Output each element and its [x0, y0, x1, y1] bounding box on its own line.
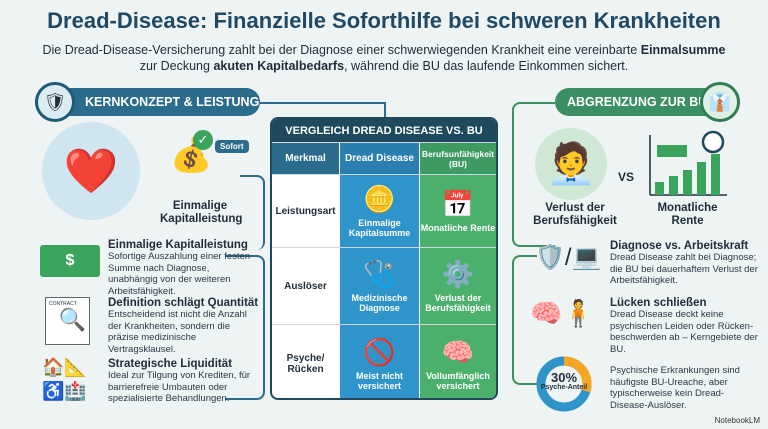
label-rente: Monatliche Rente — [657, 202, 718, 227]
item-text: Ideal zur Tilgung von Krediten, für barr… — [108, 370, 251, 404]
crossed-brain-icon: 🚫 — [363, 336, 396, 367]
page-title: Dread-Disease: Finanzielle Soforthilfe b… — [47, 8, 721, 33]
connector-line — [512, 102, 555, 247]
cell-text: Monatliche Rente — [420, 223, 496, 233]
cell-text: Vollumfänglich versichert — [426, 370, 490, 391]
item-text: Dread Disease zahlt bei Diagnose; die BU… — [610, 252, 758, 286]
donut-text: Psychische Erkrankungen sind häufigste B… — [610, 365, 750, 411]
connector-line — [240, 175, 265, 250]
label-verlust: Verlust der Berufsfähigkeit — [533, 202, 617, 227]
item-text: Entscheidend ist nicht die Anzahl der Kr… — [108, 309, 247, 355]
connector-line — [512, 255, 537, 385]
donut-caption: Psyche-Anteil — [540, 384, 588, 391]
hero-label: Einmalige Kapitalleistung — [160, 200, 243, 225]
connector-line — [260, 102, 385, 104]
subtitle: Die Dread-Disease-Versicherung zahlt bei… — [40, 42, 728, 74]
businessman-icon: 👔 — [700, 82, 740, 122]
row-label: Auslöser — [284, 280, 327, 292]
house-ramp-wheelchair-hospital-icon: 🏠📐♿🏥 — [42, 357, 87, 401]
header-merkmal: Merkmal — [272, 143, 339, 174]
comparison-table: VERGLEICH DREAD DISEASE VS. BU Merkmal D… — [270, 117, 498, 400]
donut-chart — [536, 356, 592, 412]
subtitle-bold: akuten Kapitalbedarfs — [213, 59, 345, 73]
donut-segment-share — [536, 356, 592, 412]
header-dread-disease: Dread Disease — [339, 143, 419, 174]
connector-line — [225, 255, 265, 400]
rising-bars-clock-icon — [649, 130, 727, 196]
brain-spine-check-icon: 🧠 — [441, 336, 475, 367]
subtitle-text: , während die BU das laufende Einkommen … — [344, 59, 629, 73]
donut-label: 30%Psyche-Anteil — [535, 371, 593, 391]
item-title: Diagnose vs. Arbeitskraft — [610, 240, 749, 252]
row-label: Leistungsart — [275, 205, 336, 217]
brain-back-icon: 🧠🧍 — [530, 298, 595, 328]
broken-gear-icon: ⚙️ — [441, 259, 475, 289]
table-row: Auslöser 🩺 Medizinische Diagnose ⚙️ Verlus… — [272, 247, 496, 324]
cell-text: Einmalige Kapitalsumme — [348, 218, 411, 238]
check-icon: ✓ — [193, 130, 213, 150]
coin-icon: 🪙 — [363, 184, 396, 214]
item-text: Dread Disease deckt keine psychischen Le… — [610, 309, 758, 355]
item-text: Sofortige Auszahlung einer festen Summe … — [108, 251, 251, 297]
table-row: Psyche/ Rücken 🚫 Meist nicht versichert 🧠… — [272, 324, 496, 398]
shield-desk-icon: 🛡️/💻 — [535, 244, 602, 271]
item-text: Psychische Erkrankungen sind häufigste B… — [610, 365, 740, 411]
vs-label: VS — [618, 170, 635, 184]
table-title: VERGLEICH DREAD DISEASE VS. BU — [272, 119, 496, 142]
connector-line — [384, 102, 386, 117]
subtitle-text: zur Deckung — [139, 59, 214, 73]
heart-organ-icon: ❤️ — [42, 122, 140, 220]
notebooklm-logo: NotebookLM — [714, 416, 760, 425]
item-title: Einmalige Kapitalleistung — [108, 239, 248, 251]
donut-value: 30% — [550, 370, 578, 385]
item-title: Definition schlägt Quantität — [108, 297, 259, 309]
item-title: Strategische Liquidität — [108, 358, 232, 370]
banknote-icon: $ — [40, 245, 100, 277]
cell-text: Meist nicht versichert — [355, 370, 403, 391]
stethoscope-icon: 🩺 — [363, 259, 396, 289]
row-label: Psyche/ Rücken — [286, 352, 325, 375]
cell-text: Medizinische Diagnose — [351, 293, 408, 313]
subtitle-text: Die Dread-Disease-Versicherung zahlt bei… — [42, 43, 641, 57]
calendar-icon: 📅 — [441, 189, 475, 219]
injured-worker-icon: 🧑‍💼 — [535, 128, 607, 200]
header-bu: Berufsunfähigkeit (BU) — [419, 143, 496, 174]
table-row: Leistungsart 🪙 Einmalige Kapitalsumme 📅 Mo… — [272, 174, 496, 247]
shield-heart-icon: 🛡 — [35, 82, 75, 122]
contract-label: CONTRACT — [49, 301, 77, 307]
table-header-row: Merkmal Dread Disease Berufsunfähigkeit … — [272, 142, 496, 174]
item-title: Lücken schließen — [610, 297, 707, 309]
subtitle-bold: Einmalsumme — [640, 43, 726, 57]
cell-text: Verlust der Berufsfähigkeit — [425, 293, 491, 313]
sofort-badge: Sofort — [215, 140, 249, 153]
contract-magnifier-icon: CONTRACT🔍 — [45, 297, 90, 345]
